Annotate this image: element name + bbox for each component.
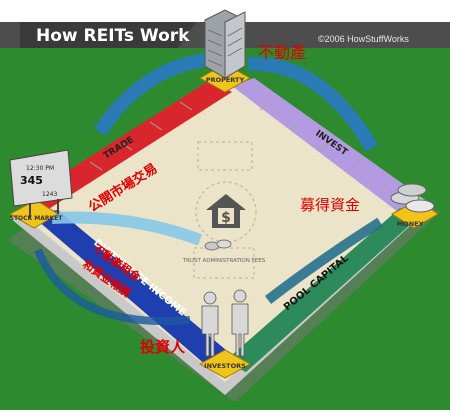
money-stack-icon: [390, 183, 435, 213]
arrow-money-to-pool: [264, 217, 383, 304]
coins-icon: [204, 239, 232, 251]
corner-label-property: PROPERTY: [206, 76, 245, 84]
arrow-market-to-fees: [51, 211, 203, 246]
ticker-line-2: 345: [20, 174, 43, 187]
corner-label-money: MONEY: [397, 220, 424, 228]
annotation-property: 不動產: [258, 43, 306, 62]
corner-label-stock-market: STOCK MARKET: [10, 215, 64, 222]
ticker-line-1: 12:30 PM: [26, 165, 54, 172]
annotation-investors: 投資人: [140, 338, 186, 356]
arrow-trade-to-property: [94, 53, 207, 136]
svg-text:$: $: [221, 210, 231, 226]
annotation-raise-funds: 募得資金: [300, 196, 360, 214]
investors-figures-icon: [201, 289, 249, 357]
page-title: How REITs Work: [36, 26, 190, 46]
copyright-text: ©2006 HowStuffWorks: [318, 34, 409, 44]
corner-label-investors: INVESTORS: [204, 362, 246, 370]
ticker-line-3: 1243: [42, 191, 57, 198]
office-building-icon: [204, 9, 246, 79]
investors-pad: [198, 349, 252, 379]
center-dashed-box: [197, 141, 253, 171]
pool-capital-path: [224, 208, 420, 372]
arrow-income-to-investors: [34, 248, 191, 326]
stock-ticker-board-icon: 12:30 PM 345 1243: [9, 149, 73, 218]
center-dashed-circle: [195, 181, 257, 243]
trade-path: [22, 80, 232, 212]
arrow-property-to-money: [247, 56, 379, 152]
distribute-income-path: [30, 210, 238, 372]
title-tab: [20, 22, 196, 48]
trust-fees-label: TRUST ADMINISTRATION FEES: [182, 258, 266, 264]
